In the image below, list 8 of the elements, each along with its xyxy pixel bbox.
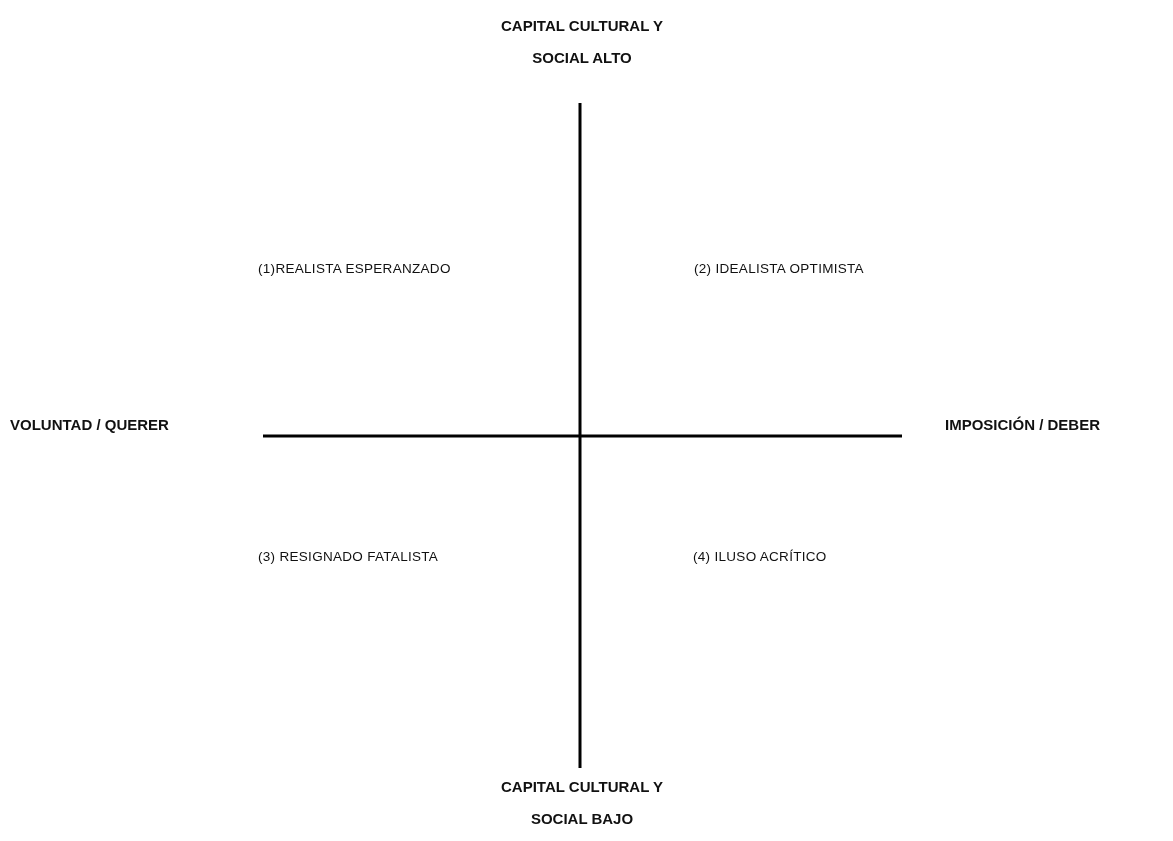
axis-label: VOLUNTAD / QUERER — [10, 416, 169, 433]
quadrant-label: (2) IDEALISTA OPTIMISTA — [694, 261, 864, 276]
axis-label: CAPITAL CULTURAL Y SOCIAL ALTO — [500, 16, 664, 68]
quadrant-label: (1)REALISTA ESPERANZADO — [258, 261, 451, 276]
axis-label: IMPOSICIÓN / DEBER — [945, 416, 1101, 433]
quadrant-label: (4) ILUSO ACRÍTICO — [693, 549, 827, 564]
quadrant-label: (3) RESIGNADO FATALISTA — [258, 549, 439, 564]
axis-label: CAPITAL CULTURAL Y SOCIAL BAJO — [500, 777, 664, 829]
